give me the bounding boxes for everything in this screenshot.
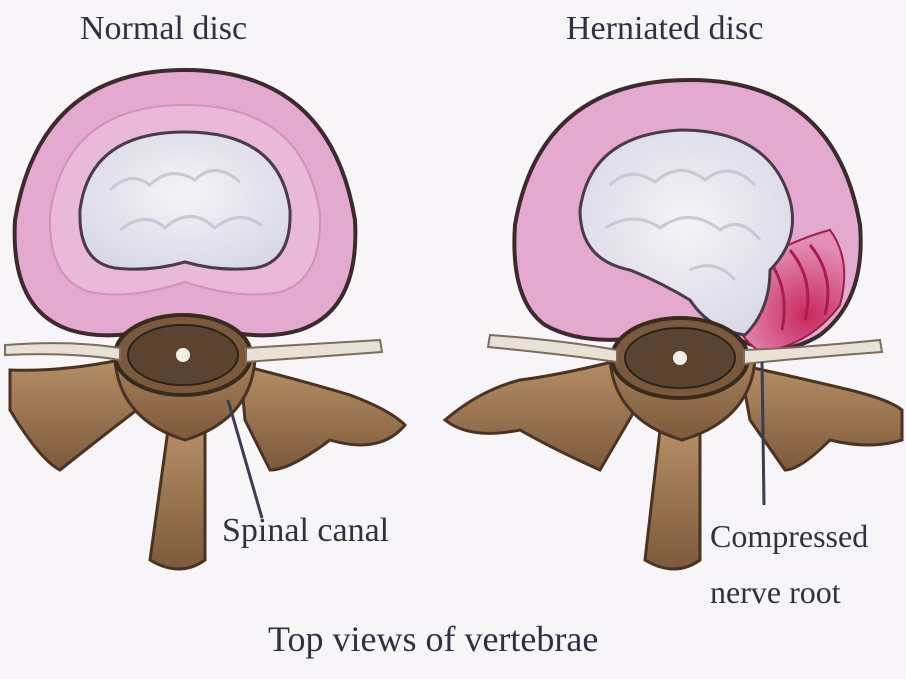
compressed-nerve-label-line2: nerve root [710, 574, 841, 610]
transverse-process-left [442, 358, 637, 472]
normal-disc-title: Normal disc [80, 10, 248, 47]
spinal-canal-leader [226, 399, 264, 519]
spinous-process [148, 428, 207, 571]
disc-nucleus [78, 130, 292, 271]
normal-vertebra [4, 67, 408, 571]
herniated-vertebra [442, 77, 904, 571]
compressed-nerve-label: Compressed nerve root [710, 508, 868, 620]
transverse-process-left [8, 358, 153, 472]
nerve-root-right [245, 338, 384, 364]
nerve-root-left [486, 333, 618, 364]
spinous-process [643, 428, 702, 571]
transverse-process-right [238, 363, 408, 472]
nerve-root-compressed [743, 338, 884, 366]
caption: Top views of vertebrae [268, 619, 599, 659]
transverse-process-right [738, 363, 904, 472]
compressed-nerve-label-line1: Compressed [710, 518, 869, 554]
spinal-canal-label: Spinal canal [222, 512, 390, 549]
compressed-nerve-leader [760, 361, 766, 506]
nerve-root-left [4, 342, 121, 362]
herniated-disc-title: Herniated disc [566, 10, 764, 47]
